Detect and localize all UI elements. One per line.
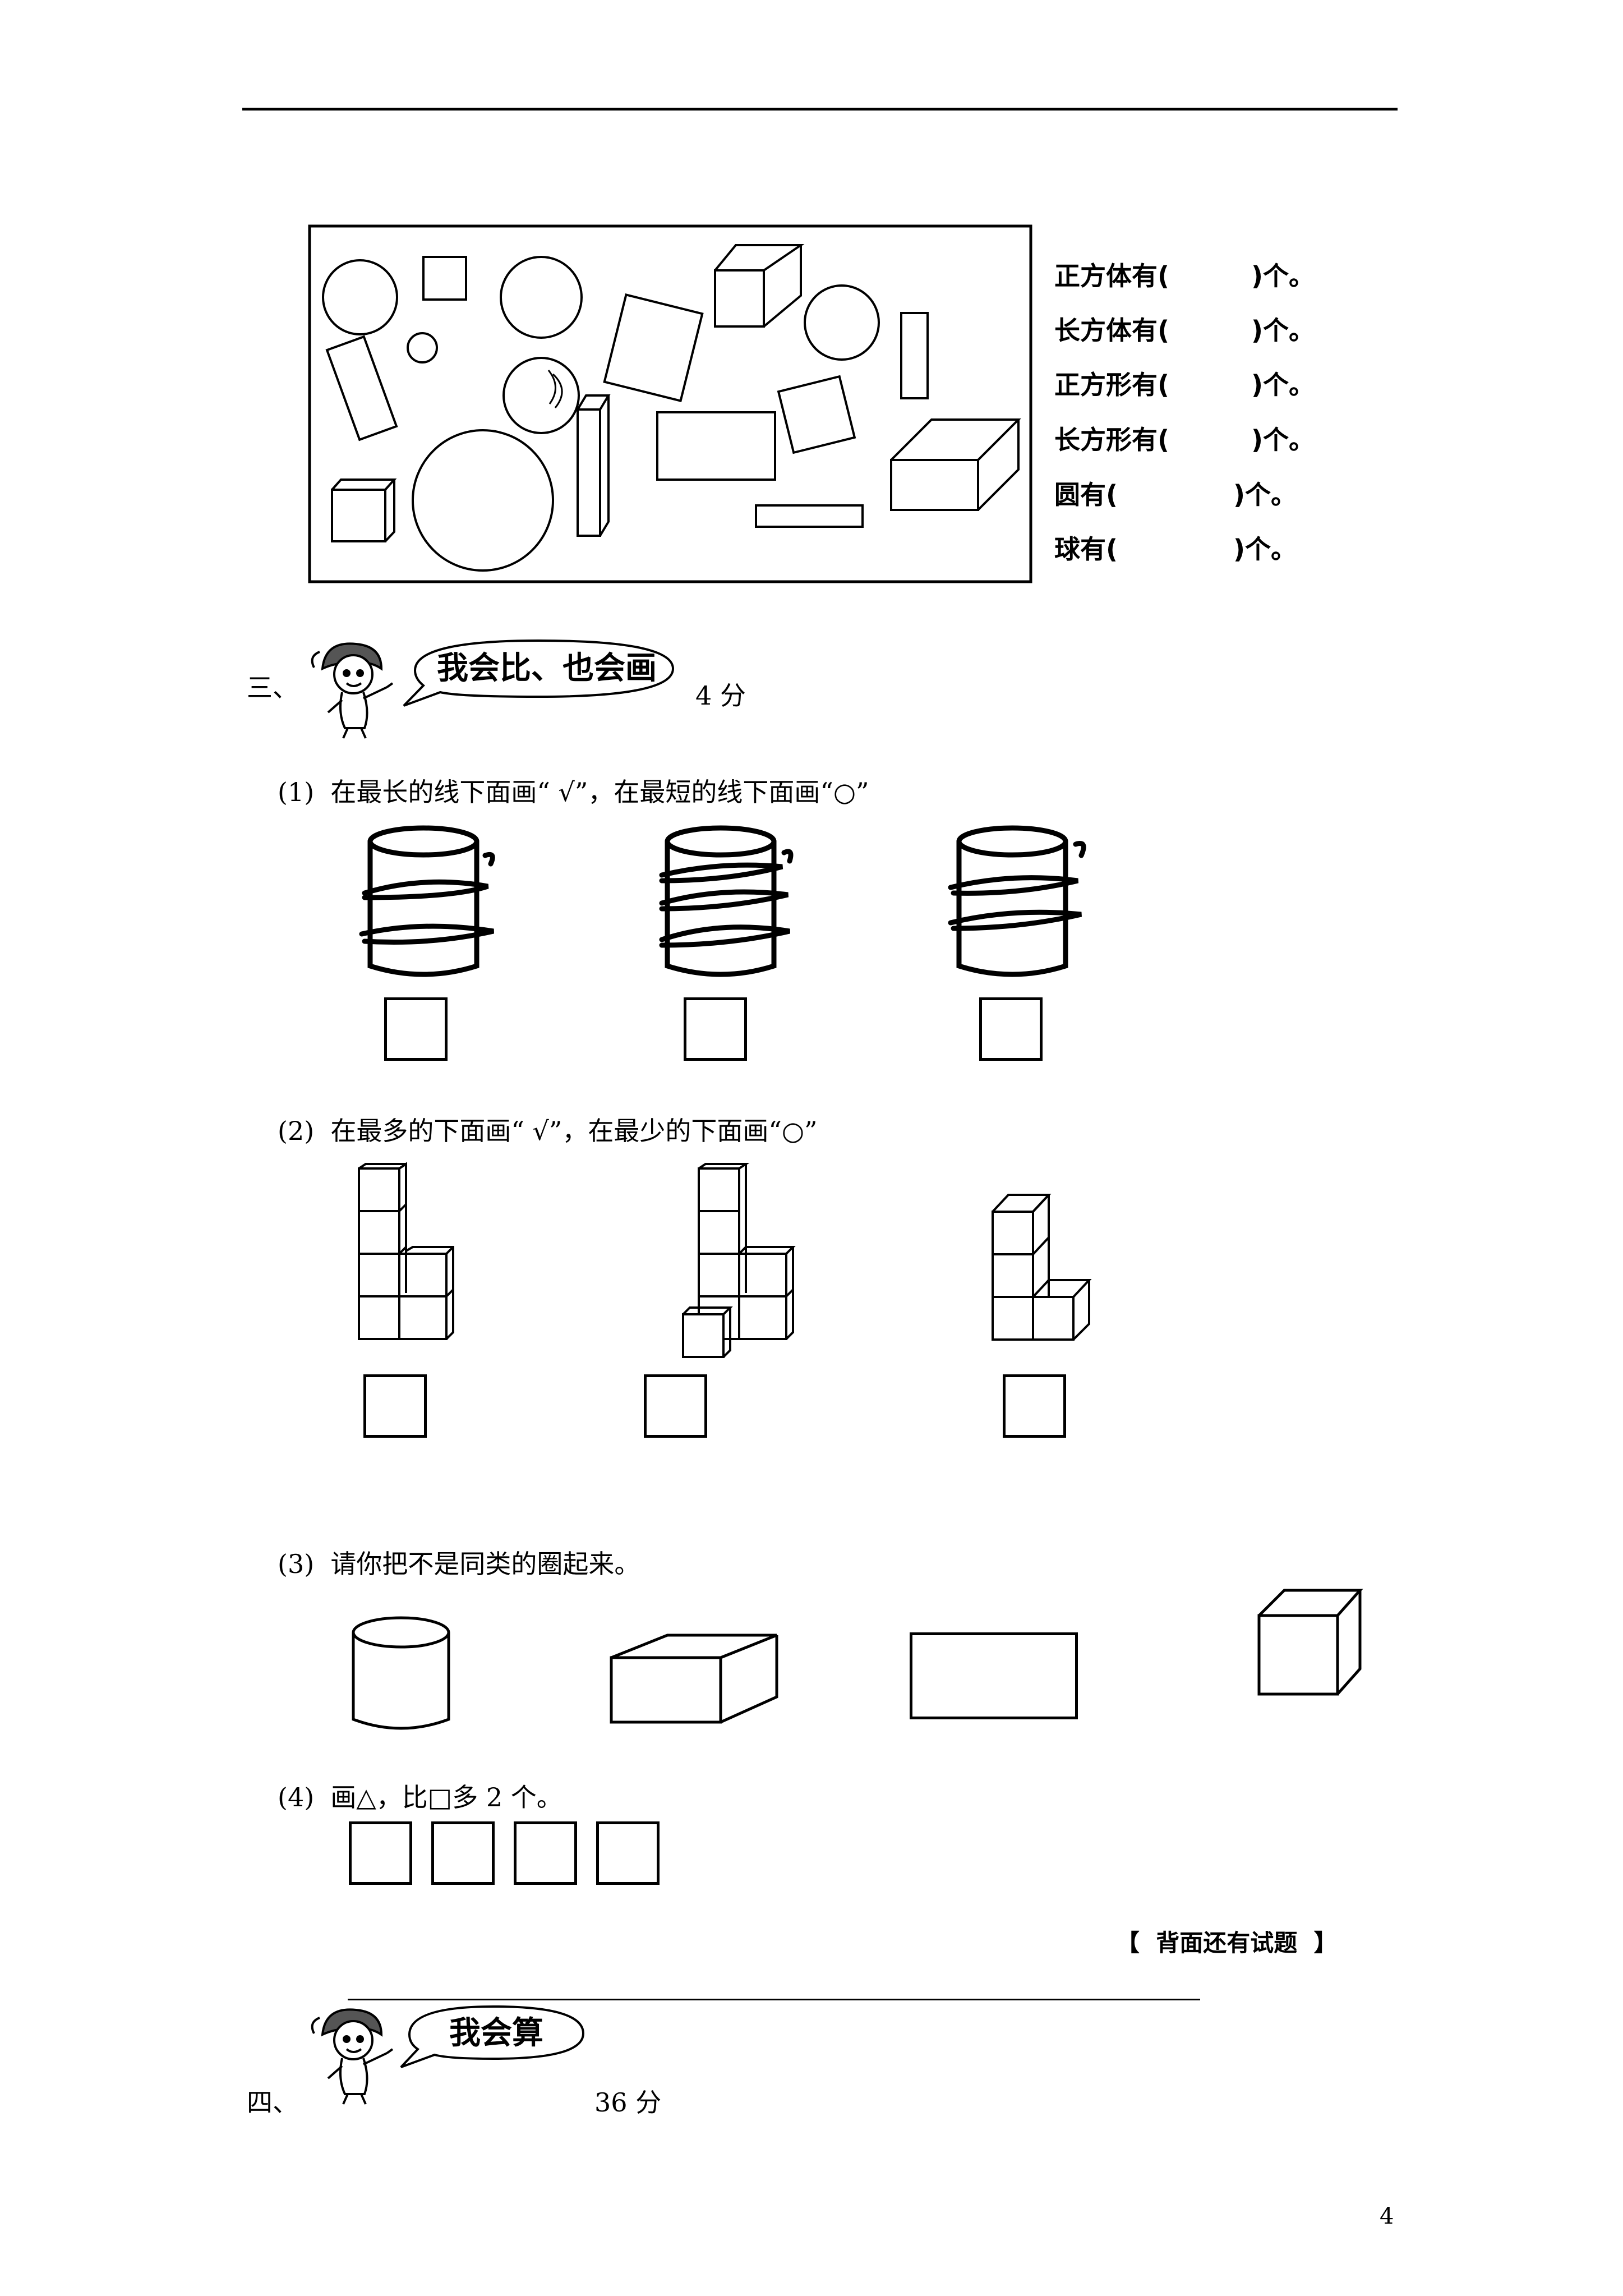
square-box [514,1821,577,1885]
count-line-cube: 正方体有()个。 [1054,261,1315,291]
circle-shape [804,284,880,361]
rectangle-shape[interactable] [910,1632,1078,1719]
circle-shape [500,256,583,339]
square-box [431,1821,495,1885]
question-4-text: (4) 画△，比□多 2 个。 [278,1782,562,1812]
cube-shape[interactable] [1256,1588,1363,1700]
string-cylinder [659,825,794,977]
cuboid-shape [714,244,805,328]
section3-number: 三、 [247,673,298,703]
cube-stack [682,1163,796,1358]
square-shape [422,256,467,301]
square-shape [777,375,856,454]
answer-box[interactable] [979,997,1043,1061]
cylinder-shape[interactable] [348,1613,454,1739]
answer-box[interactable] [384,997,448,1061]
circle-shape [412,429,554,572]
answer-box[interactable] [684,997,747,1061]
square-box [349,1821,412,1885]
mascot-icon [311,2008,394,2105]
question-1-text: (1) 在最长的线下面画“ √”，在最短的线下面画“○” [278,777,869,807]
count-line-circle: 圆有()个。 [1054,480,1297,510]
cube-shape [331,478,397,542]
question-2-text: (2) 在最多的下面画“ √”，在最少的下面画“○” [278,1116,818,1146]
cube-stack [992,1194,1092,1341]
section-divider [348,1999,1200,2000]
square-shape [603,293,704,402]
answer-box[interactable] [644,1374,707,1438]
cube-stack [358,1162,454,1340]
answer-box[interactable] [1003,1374,1066,1438]
figure-frame [308,224,1032,583]
section3-score: 4 分 [695,680,746,711]
rectangle-shape [755,504,864,528]
cuboid-shape [890,418,1021,511]
section3-title: 我会比、也会画 [437,650,657,687]
circle-shape [407,332,438,364]
count-line-sphere: 球有()个。 [1054,534,1297,564]
answer-box[interactable] [363,1374,427,1438]
string-cylinder [359,825,495,977]
rectangle-shape [325,335,398,441]
count-line-rectangle: 长方形有()个。 [1054,425,1315,455]
circle-shape [322,259,398,335]
sphere-shape [502,357,580,434]
cuboid-shape [577,394,611,537]
page-number: 4 [1380,2203,1394,2229]
string-cylinder [948,825,1086,977]
square-box [596,1821,660,1885]
section3-title-bubble: 我会比、也会画 [403,639,675,707]
count-line-square: 正方形有()个。 [1054,370,1315,400]
rectangle-shape [900,312,929,399]
header-rule [242,108,1398,111]
section4-title-bubble: 我会算 [400,2005,585,2068]
shapes-figure [308,224,1032,583]
mascot-icon [311,642,394,739]
cuboid-shape[interactable] [608,1632,782,1725]
question-3-text: (3) 请你把不是同类的圈起来。 [278,1549,640,1579]
count-line-cuboid: 长方体有()个。 [1054,315,1315,346]
continue-on-back-note: 【 背面还有试题 】 [1116,1929,1338,1957]
section4-score: 36 分 [594,2087,662,2118]
section4-number: 四、 [247,2087,298,2118]
rectangle-shape [656,411,776,481]
section4-title: 我会算 [449,2015,543,2051]
